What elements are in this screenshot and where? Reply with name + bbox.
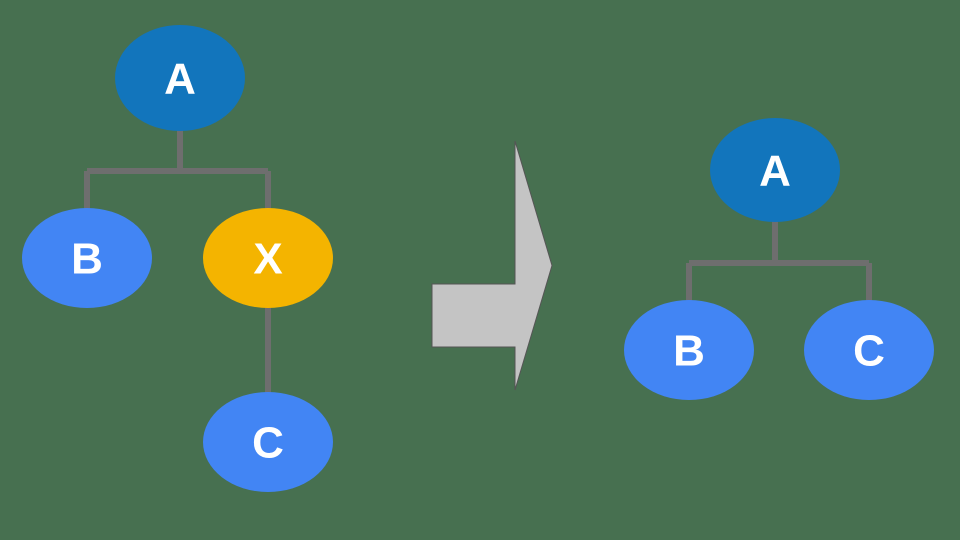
right-arrow-icon [431,140,553,391]
after-tree-connectors [686,220,872,304]
node-c2-label: C [853,327,885,376]
node-c2[interactable]: C [804,300,934,400]
node-b2-shape[interactable] [624,300,754,400]
transform-arrow [431,140,553,391]
node-b2[interactable]: B [624,300,754,400]
edge-a-to-b [84,128,268,212]
node-c-label: C [252,419,284,468]
node-x-label: X [253,235,282,284]
before-tree: A B X C [22,25,333,492]
node-a[interactable]: A [115,25,245,131]
after-tree: A B C [624,118,934,400]
node-c-shape[interactable] [203,392,333,492]
node-a-label: A [164,55,196,104]
node-b[interactable]: B [22,208,152,308]
node-a2-shape[interactable] [710,118,840,222]
node-b-label: B [71,235,103,284]
node-x-highlighted[interactable]: X [203,208,333,308]
node-a2[interactable]: A [710,118,840,222]
node-c2-shape[interactable] [804,300,934,400]
edge-a2-to-b2 [686,220,869,304]
node-b-shape[interactable] [22,208,152,308]
node-c[interactable]: C [203,392,333,492]
node-a2-label: A [759,147,791,196]
node-a-shape[interactable] [115,25,245,131]
node-x-shape[interactable] [203,208,333,308]
before-tree-connectors [84,128,271,396]
node-b2-label: B [673,327,705,376]
